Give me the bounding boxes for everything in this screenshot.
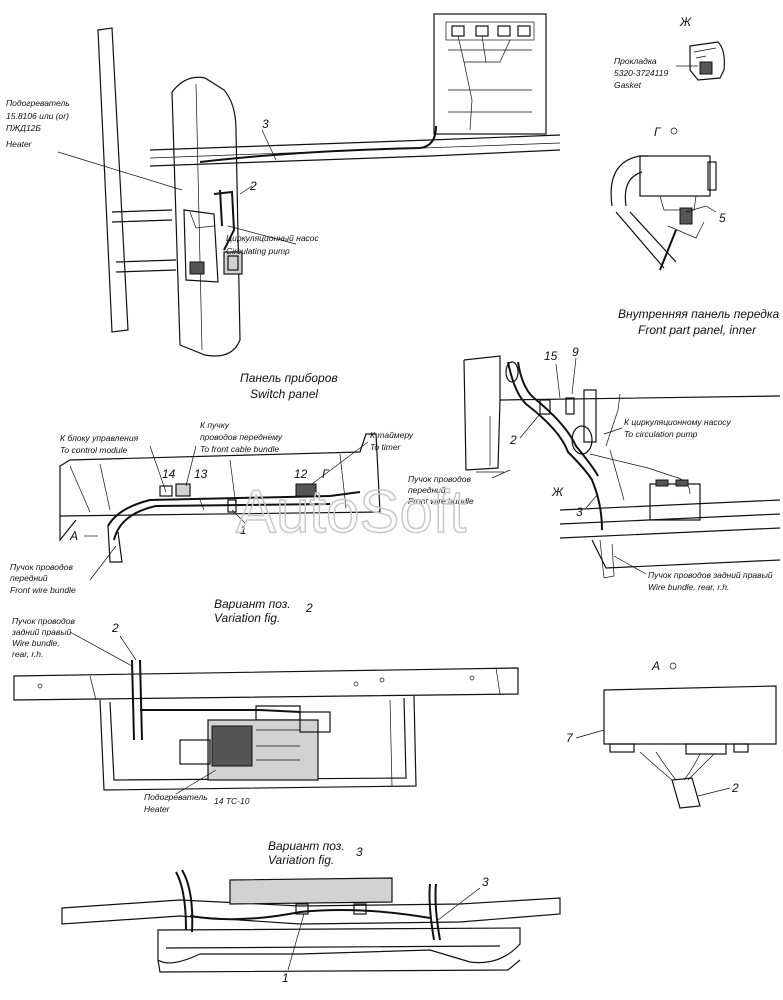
switch-panel-title-ru: Панель приборов: [240, 371, 338, 385]
inner-panel-title-en: Front part panel, inner: [638, 323, 757, 337]
callout-2-view-a: 2: [731, 781, 739, 795]
variation2-title-ru: Вариант поз.: [214, 597, 291, 611]
callout-15: 15: [544, 349, 558, 363]
cross-beam: [13, 667, 519, 701]
watermark: AutoSoft: [236, 478, 466, 545]
view-zh-letter: Ж: [679, 15, 692, 29]
heater2-label-ru: Подогреватель: [144, 792, 208, 802]
view-g-detail: [610, 155, 717, 271]
callout-2-panel: 2: [509, 433, 517, 447]
callout-7: 7: [566, 731, 574, 745]
rear-rh-var-ru2: задний правый: [11, 627, 72, 637]
callout-1-var: 1: [282, 971, 289, 985]
circ-pump-to-ru: К циркуляционному насосу: [624, 417, 731, 427]
upper-frame-box: [433, 13, 547, 135]
variation2-assembly: [13, 659, 519, 791]
front-cable-ru1: К пучку: [200, 420, 230, 430]
view-a-title: А: [651, 659, 660, 673]
timer-label-ru: К таймеру: [370, 430, 414, 440]
gasket-label-en: Gasket: [614, 80, 642, 90]
front-wire-left-en: Front wire bundle: [10, 585, 76, 595]
view-g-panel-letter: Г: [322, 467, 330, 481]
heater-model-label: 15.8106 или (or): [6, 111, 69, 121]
callout-13: 13: [194, 467, 208, 481]
top-cab-assembly: [97, 13, 561, 357]
callout-2-var: 2: [111, 621, 119, 635]
rear-rh-label-ru: Пучок проводов задний правый: [648, 570, 773, 580]
front-wire-label-ru2: передний: [408, 485, 446, 495]
control-module-en: To control module: [60, 445, 128, 455]
view-g-top-letter: Г: [654, 125, 662, 139]
view-a-panel-letter: А: [69, 529, 78, 543]
front-wire-left-ru2: передний: [10, 573, 48, 583]
callout-1-panel: 1: [240, 523, 247, 537]
switch-panel-assembly: [59, 433, 381, 563]
callout-2-top: 2: [249, 179, 257, 193]
heater-unit: [183, 209, 219, 283]
rear-rh-var-ru1: Пучок проводов: [12, 616, 75, 626]
pump-label-en: Circulating pump: [226, 246, 290, 256]
callout-5: 5: [719, 211, 726, 225]
frame-rail-left: [97, 27, 129, 333]
callout-3-panel: 3: [576, 505, 583, 519]
view-g-marker: [670, 127, 678, 135]
front-wire-label-ru1: Пучок проводов: [408, 474, 471, 484]
variation2-number: 2: [305, 601, 313, 615]
view-zh-marker: Ж: [551, 485, 564, 499]
heater-label-ru: Подогреватель: [6, 98, 70, 108]
front-wire-label-en: Front wire bundle: [408, 496, 474, 506]
view-a-detail: [603, 685, 777, 809]
callout-3-top: 3: [262, 117, 269, 131]
control-module-ru: К блоку управления: [60, 433, 139, 443]
rear-rh-var-en1: Wire bundle,: [12, 638, 60, 648]
pump-label-ru: Циркуляционный насос: [226, 233, 320, 243]
gasket-label-ru: Прокладка: [614, 56, 657, 66]
timer-label-en: To timer: [370, 442, 402, 452]
cab-panel: [171, 76, 241, 357]
heater2-model: 14 ТС-10: [214, 796, 250, 806]
inner-panel-title-ru: Внутренняя панель передка: [618, 307, 780, 321]
switch-panel-title-en: Switch panel: [250, 387, 318, 401]
rear-rh-label-en: Wire bundle, rear, r.h.: [648, 582, 729, 592]
callout-9: 9: [572, 345, 579, 359]
front-cable-ru2: проводов переднему: [200, 432, 283, 442]
variation3-number: 3: [356, 845, 363, 859]
heater-label-en: Heater: [6, 139, 33, 149]
rear-rh-var-en2: rear, r.h.: [12, 649, 43, 659]
callout-14: 14: [162, 467, 176, 481]
variation3-title-ru: Вариант поз.: [268, 839, 345, 853]
front-cable-en: To front cable bundle: [200, 444, 279, 454]
gasket-part-number: 5320-3724119: [614, 68, 668, 78]
callout-3-var: 3: [482, 875, 489, 889]
circ-pump-to-en: To circulation pump: [624, 429, 698, 439]
view-a-marker: [669, 662, 677, 670]
variation2-title-en: Variation fig.: [214, 611, 280, 625]
heater2-label-en: Heater: [144, 804, 171, 814]
variation3-assembly: [61, 869, 561, 973]
front-panel-assembly: [463, 355, 781, 579]
variation3-title-en: Variation fig.: [268, 853, 334, 867]
heater-model2-label: ПЖД12Б: [6, 123, 41, 133]
gasket-detail: [676, 41, 725, 81]
front-wire-left-ru1: Пучок проводов: [10, 562, 73, 572]
callout-12: 12: [294, 467, 308, 481]
